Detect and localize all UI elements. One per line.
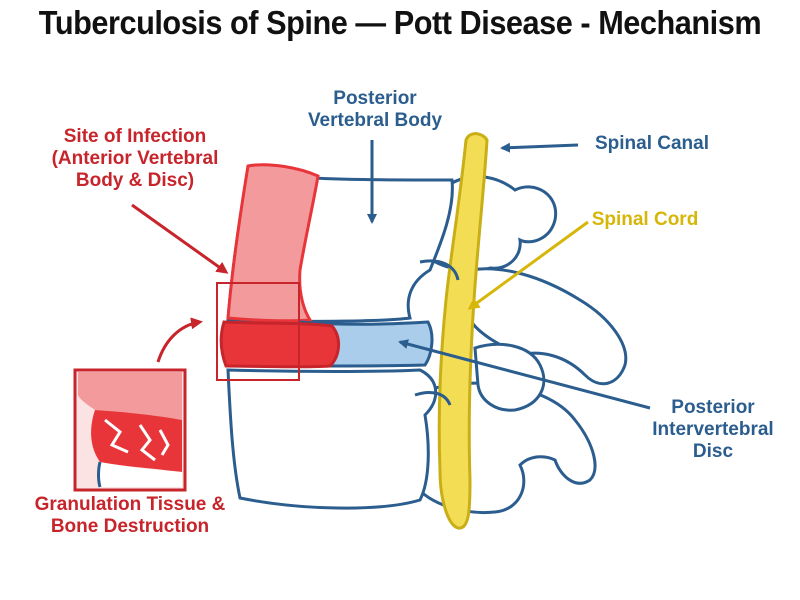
infection-highlight-box <box>216 282 300 381</box>
infected-disc <box>219 320 340 369</box>
granulation-label: Granulation Tissue & Bone Destruction <box>34 494 226 537</box>
posterior-disc-arrow <box>398 339 651 410</box>
lower-vertebral-body <box>226 368 438 510</box>
granulation-curved-arrow <box>156 317 203 363</box>
granulation-inset <box>73 368 187 492</box>
infection-label: Site of Infection (Anterior Vertebral Bo… <box>51 126 219 191</box>
spinal-canal-arrow <box>500 142 579 153</box>
posterior-intervertebral-disc-label: Posterior Intervertebral Disc <box>652 397 774 462</box>
infected-upper-body <box>226 163 320 323</box>
spinal-cord-arrow <box>467 220 589 310</box>
lower-articular-process <box>473 342 546 412</box>
spinal-cord-label: Spinal Cord <box>591 209 699 230</box>
spinal-canal-label: Spinal Canal <box>594 133 710 154</box>
posterior-vertebral-body-label: Posterior Vertebral Body <box>307 88 443 131</box>
diagram-title: Tuberculosis of Spine — Pott Disease - M… <box>38 4 762 41</box>
infection-arrow <box>131 203 229 274</box>
